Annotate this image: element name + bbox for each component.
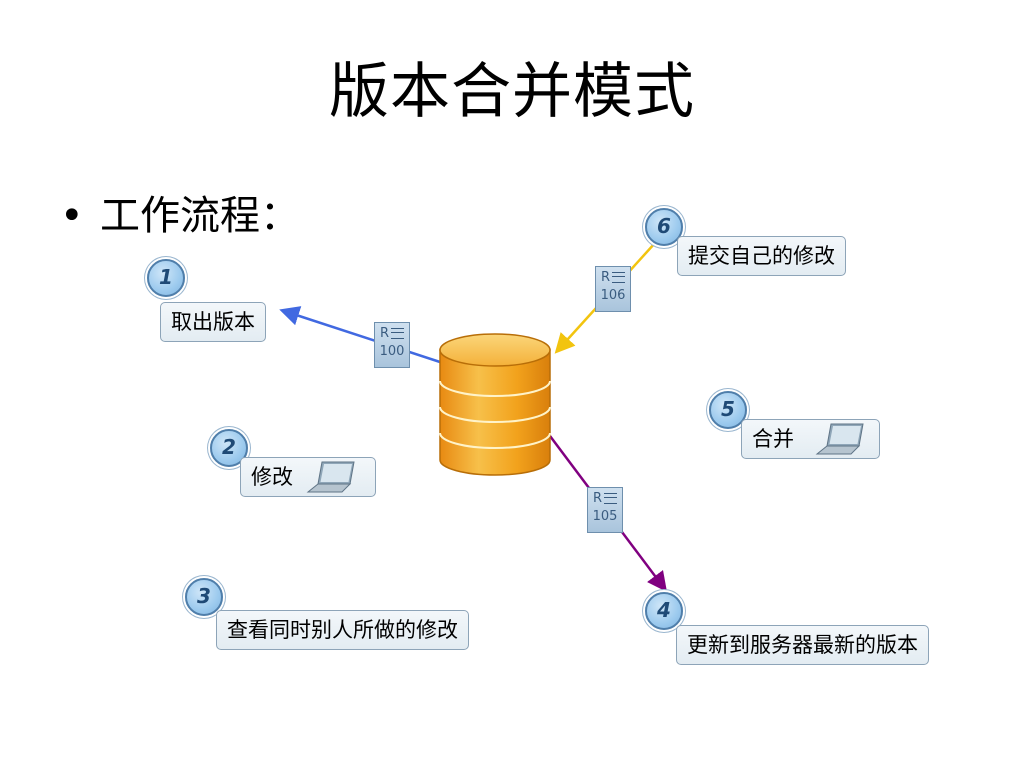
laptop-icon [815,423,864,454]
revision-number: 105 [592,509,618,524]
revision-number: 100 [379,344,405,359]
laptop-icon [306,461,355,492]
step-1-box: 取出版本 [160,302,266,342]
revision-tag-105: R 105 [587,487,623,533]
step-4-box: 更新到服务器最新的版本 [676,625,929,665]
revision-number: 106 [600,288,626,303]
step-6-box: 提交自己的修改 [677,236,846,276]
step-4-label: 更新到服务器最新的版本 [687,633,918,657]
step-5-badge: 5 [709,391,747,429]
step-3-box: 查看同时别人所做的修改 [216,610,469,650]
step-5-box: 合并 [741,419,880,459]
revision-tag-106: R 106 [595,266,631,312]
list-lines-icon [604,493,618,504]
step-2-box: 修改 [240,457,376,497]
step-2-label: 修改 [251,465,293,489]
step-3-label: 查看同时别人所做的修改 [227,618,458,642]
arrow-revision-100 [279,306,441,364]
step-6-badge: 6 [645,208,683,246]
step-3-badge: 3 [185,578,223,616]
step-1-badge: 1 [147,259,185,297]
revision-tag-100: R 100 [374,322,410,368]
step-6-label: 提交自己的修改 [688,244,835,268]
list-lines-icon [391,328,405,339]
database-icon [439,333,551,476]
step-2-badge: 2 [210,429,248,467]
list-lines-icon [612,272,626,283]
bullet-heading: • 工作流程： [60,188,300,244]
step-5-label: 合并 [752,427,794,451]
step-4-badge: 4 [645,592,683,630]
bullet-symbol: • [60,193,84,239]
bullet-text: 工作流程： [100,193,300,239]
step-1-label: 取出版本 [171,310,255,334]
slide-title: 版本合并模式 [329,57,695,127]
